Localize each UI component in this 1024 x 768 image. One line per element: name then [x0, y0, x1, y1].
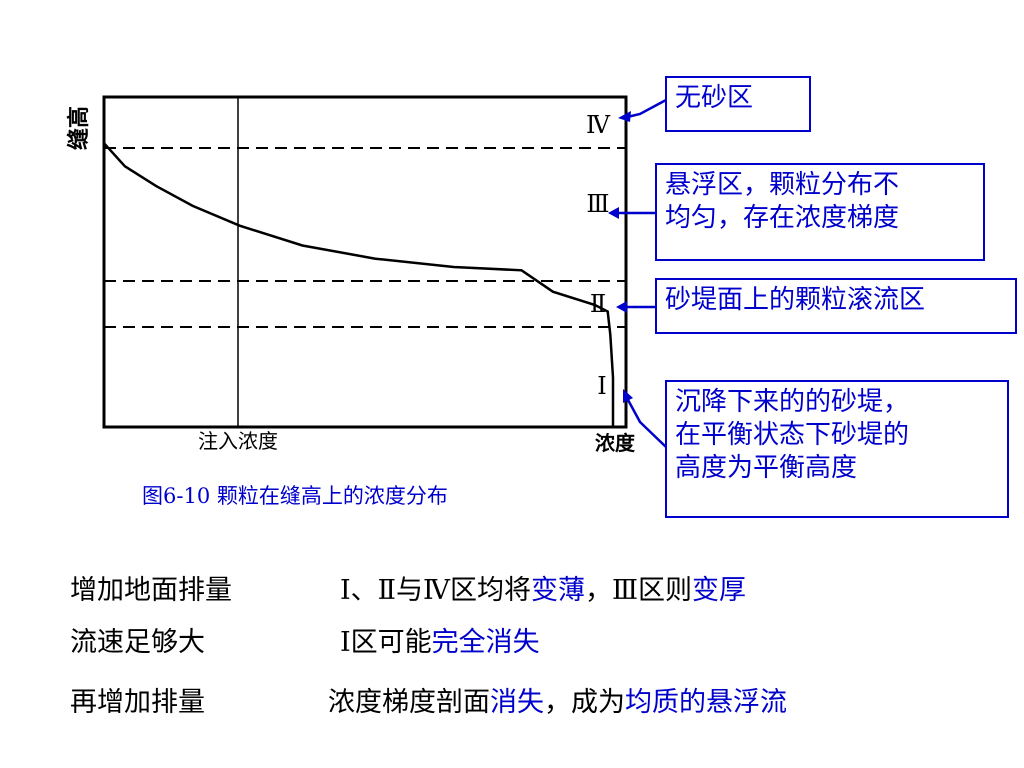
note-1-effect: Ⅰ、Ⅱ与Ⅳ区均将变薄，Ⅲ区则变厚	[340, 574, 746, 608]
note-row-2: 流速足够大 Ⅰ区可能完全消失	[70, 626, 540, 660]
note-1-condition: 增加地面排量	[70, 575, 232, 606]
callout-arrows	[608, 98, 667, 448]
zone-numeral-3: Ⅲ	[586, 190, 609, 218]
highlight-text: 均质的悬浮流	[625, 687, 787, 718]
plain-text: 浓度梯度剖面	[328, 687, 490, 718]
figure-caption: 图6-10 颗粒在缝高上的浓度分布	[142, 484, 448, 508]
plain-text: ，成为	[544, 687, 625, 718]
plot-frame	[102, 95, 628, 429]
callout-zone-3: 悬浮区，颗粒分布不 均匀，存在浓度梯度	[655, 163, 985, 261]
callout-zone-1: 沉降下来的的砂堤， 在平衡状态下砂堤的 高度为平衡高度	[665, 380, 1009, 518]
plain-text: Ⅰ、Ⅱ与Ⅳ区均将	[340, 575, 531, 606]
arrowhead-zone-2	[616, 301, 627, 313]
zone-numeral-1: Ⅰ	[597, 372, 606, 400]
note-row-1: 增加地面排量 Ⅰ、Ⅱ与Ⅳ区均将变薄，Ⅲ区则变厚	[70, 574, 746, 608]
callout-zone-3-line-2: 均匀，存在浓度梯度	[665, 203, 900, 233]
y-axis-label: 缝高	[66, 106, 92, 150]
callout-zone-4-line: 无砂区	[675, 83, 754, 113]
x-axis-label: 浓度	[595, 431, 636, 455]
injection-label: 注入浓度	[198, 429, 278, 453]
concentration-curve	[103, 142, 615, 427]
note-2-effect: Ⅰ区可能完全消失	[340, 626, 540, 660]
note-3-effect: 浓度梯度剖面消失，成为均质的悬浮流	[328, 686, 787, 720]
callout-zone-2-line: 砂堤面上的颗粒滚流区	[665, 285, 926, 315]
arrowhead-zone-4	[618, 111, 631, 122]
callout-zone-1-line-1: 沉降下来的的砂堤，	[675, 387, 910, 417]
note-row-3: 再增加排量 浓度梯度剖面消失，成为均质的悬浮流	[70, 686, 787, 720]
zone-numeral-4: Ⅳ	[586, 111, 611, 139]
note-2-condition: 流速足够大	[70, 627, 205, 658]
plain-text: Ⅰ区可能	[340, 627, 432, 658]
callout-zone-1-line-2: 在平衡状态下砂堤的	[675, 420, 910, 450]
arrowhead-zone-3	[608, 207, 619, 219]
callout-zone-1-line-3: 高度为平衡高度	[675, 453, 858, 483]
highlight-text: 变厚	[692, 575, 747, 606]
arrow-zone-1	[625, 397, 667, 448]
zone-numeral-2: Ⅱ	[590, 290, 606, 318]
highlight-text: 完全消失	[431, 627, 540, 658]
callout-zone-3-line-1: 悬浮区，颗粒分布不	[665, 170, 900, 200]
arrow-zone-4	[626, 98, 667, 119]
note-3-condition: 再增加排量	[70, 687, 205, 718]
callout-zone-2: 砂堤面上的颗粒滚流区	[655, 278, 1017, 334]
callout-zone-4: 无砂区	[665, 76, 811, 132]
highlight-text: 变薄	[531, 575, 585, 606]
highlight-text: 消失	[490, 687, 544, 718]
plain-text: ，Ⅲ区则	[585, 575, 693, 606]
arrowhead-zone-1	[623, 389, 633, 403]
